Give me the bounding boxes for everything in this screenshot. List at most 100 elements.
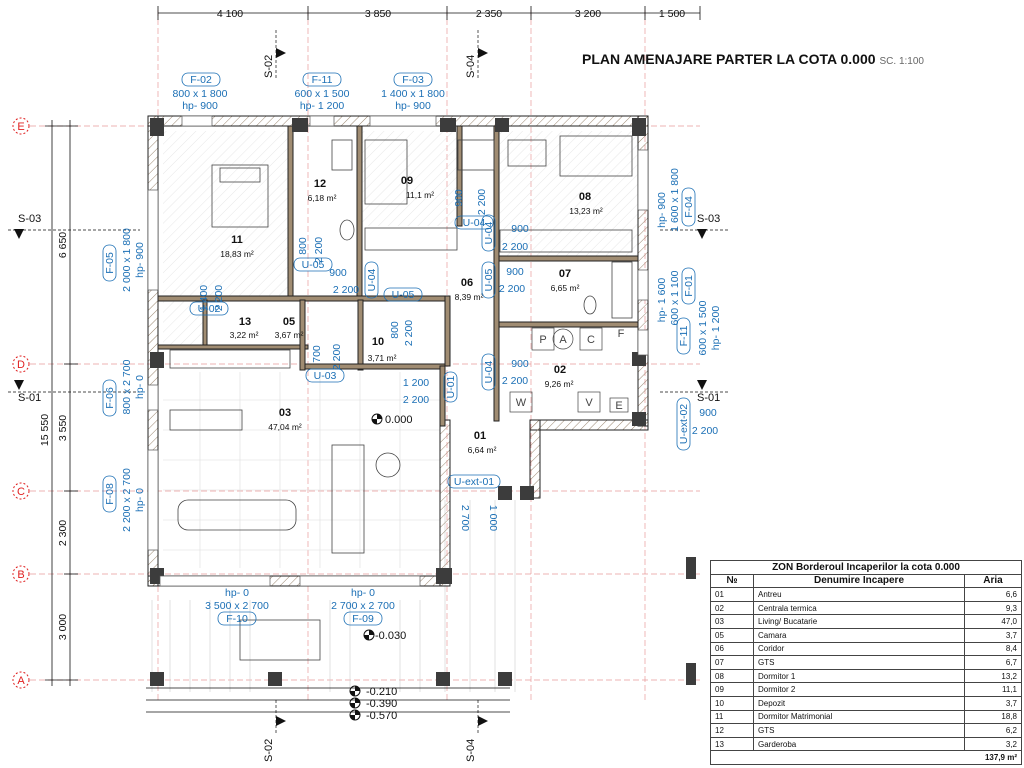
tag-u-05-07: U-05 900 2 200: [481, 261, 525, 299]
svg-text:900: 900: [506, 266, 524, 278]
bathtub: [611, 261, 633, 319]
tag-u-04-09: 900 2 200 U-04: [453, 189, 494, 230]
svg-text:600 x 1 500: 600 x 1 500: [295, 88, 350, 100]
svg-text:2 700 x 2 700: 2 700 x 2 700: [331, 600, 395, 612]
tag-u-ext-02: U-ext-02 900 2 200: [676, 397, 718, 451]
svg-text:F-03: F-03: [402, 74, 424, 86]
svg-text:2 200: 2 200: [331, 344, 343, 370]
level-markers: 0.000 -0.030 -0.210 -0.390 -0.570: [146, 413, 510, 722]
level-marker-step3: -0.570: [349, 709, 397, 722]
tag-f03: F-03 1 400 x 1 800 hp- 900: [381, 72, 445, 112]
row-no: 01: [710, 587, 754, 602]
room-02: 029,26 m²: [545, 364, 574, 389]
tag-u-04-06: 900 2 200 U-04: [329, 261, 379, 299]
section-marker-s03-right: S-03: [660, 213, 730, 239]
svg-text:11: 11: [231, 234, 243, 246]
tag-u-05-12: 800 2 200 U-05: [293, 237, 333, 272]
toilet-07: [583, 295, 597, 315]
section-marker-s01-right: S-01: [660, 380, 730, 404]
svg-text:F-04: F-04: [683, 196, 695, 218]
utility-fixtures: P A C F W V E: [509, 327, 629, 413]
room-12: 126,18 m²: [308, 178, 337, 203]
fixture-v: V: [585, 397, 593, 409]
top-dimension-line: [157, 6, 701, 20]
svg-text:1 400: 1 400: [198, 285, 210, 311]
svg-text:hp- 1 200: hp- 1 200: [300, 100, 345, 112]
col-header-no: №: [710, 573, 754, 589]
bed-dorm2: [364, 139, 408, 205]
svg-text:2 200: 2 200: [499, 283, 525, 295]
row-no: 09: [710, 682, 754, 697]
desk: [507, 139, 547, 167]
schedule-caption-row: ZON Borderoul Incaperilor la cota 0.000: [710, 560, 1022, 575]
svg-text:06: 06: [461, 277, 473, 289]
svg-text:F-11: F-11: [678, 325, 690, 346]
svg-text:800: 800: [389, 321, 401, 339]
row-no: 05: [710, 627, 754, 643]
bed-dorm1: [559, 135, 633, 177]
svg-text:U-04: U-04: [366, 268, 378, 291]
svg-text:U-ext-02: U-ext-02: [678, 404, 690, 444]
row-area: 6,6: [964, 587, 1022, 602]
row-area: 13,2: [964, 668, 1022, 684]
tag-u-04-08: U-04 900 2 200: [481, 214, 529, 253]
row-name: Depozit: [753, 695, 965, 711]
row-area: 3,7: [964, 627, 1022, 643]
svg-text:-0.030: -0.030: [375, 630, 406, 642]
svg-text:02: 02: [554, 364, 566, 376]
svg-text:hp- 0: hp- 0: [134, 375, 146, 399]
svg-text:F-06: F-06: [104, 387, 116, 409]
svg-text:U-04: U-04: [483, 221, 495, 244]
desk-2: [457, 139, 495, 171]
row-area: 11,1: [964, 682, 1022, 697]
svg-text:13,23 m²: 13,23 m²: [569, 206, 603, 216]
svg-text:U-04: U-04: [463, 217, 486, 229]
tag-f05: F-05 2 000 x 1 800 hp- 900: [102, 228, 146, 292]
level-marker-step1: -0.210: [349, 685, 397, 698]
level-marker-main: 0.000: [371, 413, 413, 426]
tag-u-04-02: U-04 900 2 200: [481, 353, 529, 391]
top-dim-5: 1 500: [659, 8, 685, 20]
svg-text:S-04: S-04: [465, 739, 477, 762]
row-area: 6,2: [964, 723, 1022, 738]
row-name: Dormitor Matrimonial: [753, 709, 965, 725]
schedule-header-row: № Denumire Incapere Aria: [710, 573, 1022, 589]
svg-text:2 200: 2 200: [213, 285, 225, 311]
row-no: 08: [710, 668, 754, 684]
svg-text:07: 07: [559, 268, 571, 280]
svg-text:08: 08: [579, 191, 591, 203]
windows: [147, 115, 649, 587]
tag-f06: F-06 800 x 2 700 hp- 0: [102, 359, 146, 417]
row-name: Camara: [753, 627, 965, 643]
tag-f04: hp- 900 1 600 x 1 800 F-04: [656, 168, 696, 232]
row-area: 18,8: [964, 709, 1022, 725]
col-header-area: Aria: [964, 573, 1022, 589]
svg-text:hp- 1 600: hp- 1 600: [656, 278, 668, 323]
svg-text:3,71 m²: 3,71 m²: [368, 353, 397, 363]
svg-text:C: C: [17, 486, 25, 498]
schedule-total-row: 137,9 m²: [710, 750, 1022, 765]
section-marker-s04-bottom: S-04: [465, 700, 488, 762]
svg-text:2 200: 2 200: [476, 189, 488, 215]
row-name: GTS: [753, 655, 965, 670]
svg-text:hp- 900: hp- 900: [656, 192, 668, 228]
row-area: 8,4: [964, 641, 1022, 657]
row-no: 06: [710, 641, 754, 657]
row-name: Dormitor 1: [753, 668, 965, 684]
room-06: 068,39 m²: [455, 277, 484, 302]
svg-text:3 500 x 2 700: 3 500 x 2 700: [205, 600, 269, 612]
fixture-w: W: [516, 397, 527, 409]
svg-text:09: 09: [401, 175, 413, 187]
svg-text:U-03: U-03: [314, 370, 337, 382]
row-name: Garderoba: [753, 736, 965, 752]
axis-bubble-b: B: [12, 565, 30, 583]
left-dim-total: 15 550: [39, 414, 51, 446]
svg-text:800 x 1 800: 800 x 1 800: [173, 88, 228, 100]
top-dim-2: 3 850: [365, 8, 391, 20]
row-area: 3,7: [964, 695, 1022, 711]
